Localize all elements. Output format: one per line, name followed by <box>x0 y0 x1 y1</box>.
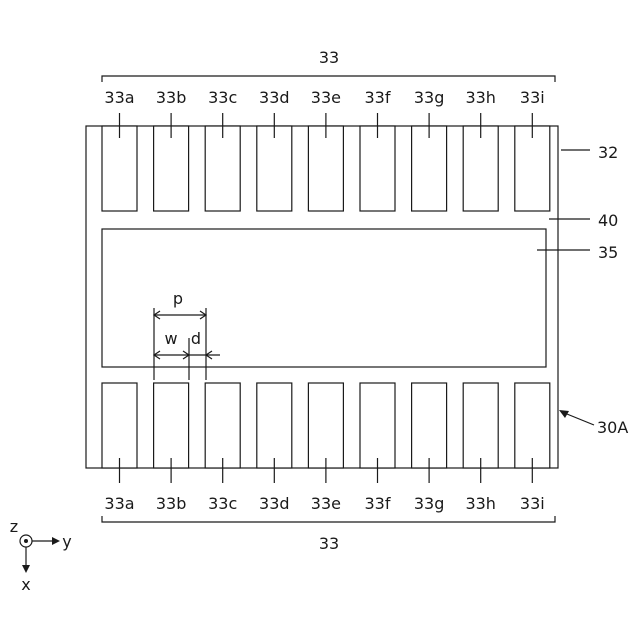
bottom-electrode-row: 33a 33b 33c 33d 33e 33f 33g 33h 33i <box>102 383 550 513</box>
bottom-electrode <box>257 383 292 468</box>
top-electrode-label: 33b <box>156 88 187 107</box>
bottom-electrode <box>463 383 498 468</box>
axis-label-x: x <box>21 575 30 594</box>
bottom-electrode-label: 33b <box>156 494 187 513</box>
bottom-electrode-label: 33d <box>259 494 290 513</box>
bottom-electrode <box>205 383 240 468</box>
top-electrode <box>412 126 447 211</box>
top-electrode <box>515 126 550 211</box>
top-electrode <box>102 126 137 211</box>
bottom-electrode <box>360 383 395 468</box>
y-axis-arrowhead <box>52 537 60 545</box>
axis-label-y: y <box>62 532 71 551</box>
top-electrode-label: 33f <box>365 88 391 107</box>
top-electrode <box>360 126 395 211</box>
bottom-electrode-label: 33c <box>208 494 237 513</box>
top-electrode <box>154 126 189 211</box>
bottom-electrode-label: 33g <box>414 494 445 513</box>
bottom-electrode <box>412 383 447 468</box>
ref-label-35: 35 <box>598 243 618 262</box>
top-electrode-label: 33e <box>311 88 341 107</box>
bottom-electrode-label: 33h <box>465 494 496 513</box>
top-group-label: 33 <box>319 48 339 67</box>
bottom-electrode-label: 33e <box>311 494 341 513</box>
x-axis-arrowhead <box>22 565 30 573</box>
dim-label-w: w <box>164 329 177 348</box>
bottom-electrode <box>515 383 550 468</box>
top-electrode-row: 33a 33b 33c 33d 33e 33f 33g 33h 33i <box>102 88 550 211</box>
top-electrode-label: 33c <box>208 88 237 107</box>
top-electrode-label: 33a <box>104 88 134 107</box>
ref-label-30A: 30A <box>597 418 628 437</box>
top-electrode-label: 33i <box>520 88 545 107</box>
ref-label-40: 40 <box>598 211 618 230</box>
bottom-electrode <box>102 383 137 468</box>
top-electrode-label: 33g <box>414 88 445 107</box>
top-group-brace <box>102 76 555 82</box>
dim-label-p: p <box>173 289 183 308</box>
bottom-electrode-label: 33a <box>104 494 134 513</box>
ref-label-32: 32 <box>598 143 618 162</box>
bottom-group-label: 33 <box>319 534 339 553</box>
top-electrode <box>308 126 343 211</box>
top-electrode <box>463 126 498 211</box>
z-axis-dot <box>24 539 28 543</box>
dim-label-d: d <box>191 329 201 348</box>
top-electrode-label: 33d <box>259 88 290 107</box>
bottom-group-brace <box>102 516 555 522</box>
bottom-electrode-label: 33i <box>520 494 545 513</box>
bottom-electrode-label: 33f <box>365 494 391 513</box>
top-electrode-label: 33h <box>465 88 496 107</box>
top-electrode <box>257 126 292 211</box>
bottom-electrode <box>154 383 189 468</box>
axis-label-z: z <box>10 517 18 536</box>
top-electrode <box>205 126 240 211</box>
bottom-electrode <box>308 383 343 468</box>
